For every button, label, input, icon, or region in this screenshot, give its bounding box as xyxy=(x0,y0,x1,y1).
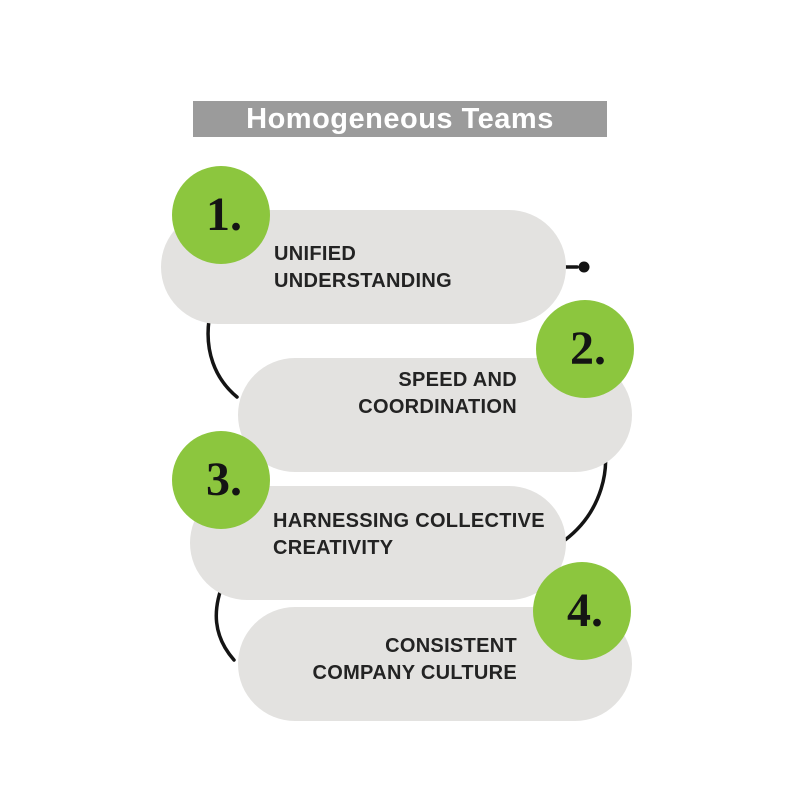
step-1-number: 1. xyxy=(206,188,242,241)
step-1-label-line-2: UNDERSTANDING xyxy=(274,270,452,292)
step-2-label: SPEED AND COORDINATION xyxy=(358,367,517,421)
title-banner: Homogeneous Teams xyxy=(193,101,607,137)
step-1-number-badge: 1. xyxy=(172,166,270,264)
connector-dot-icon xyxy=(578,261,590,273)
step-3-pill: HARNESSING COLLECTIVE CREATIVITY xyxy=(190,486,566,600)
page-title: Homogeneous Teams xyxy=(246,102,554,135)
step-3-number-badge: 3. xyxy=(172,431,270,529)
connector-arc-step1-step2 xyxy=(206,318,239,399)
step-2-label-line-2: COORDINATION xyxy=(358,396,517,418)
step-4-label-line-1: CONSISTENT xyxy=(385,635,517,657)
step-4-label-line-2: COMPANY CULTURE xyxy=(312,662,517,684)
step-2-number-badge: 2. xyxy=(536,300,634,398)
step-2-pill: SPEED AND COORDINATION xyxy=(238,358,632,472)
step-4-label: CONSISTENT COMPANY CULTURE xyxy=(313,633,518,687)
step-1-label: UNIFIED UNDERSTANDING xyxy=(274,241,452,295)
step-4-number-badge: 4. xyxy=(533,562,631,660)
step-3-label-line-1: HARNESSING COLLECTIVE xyxy=(273,510,545,532)
step-2-label-line-1: SPEED AND xyxy=(398,369,517,391)
step-1-label-line-1: UNIFIED xyxy=(274,243,357,265)
step-3-label: HARNESSING COLLECTIVE CREATIVITY xyxy=(273,508,545,562)
step-4-number: 4. xyxy=(567,584,603,637)
step-3-label-line-2: CREATIVITY xyxy=(273,537,394,559)
step-2-number: 2. xyxy=(570,322,606,375)
step-3-number: 3. xyxy=(206,453,242,506)
